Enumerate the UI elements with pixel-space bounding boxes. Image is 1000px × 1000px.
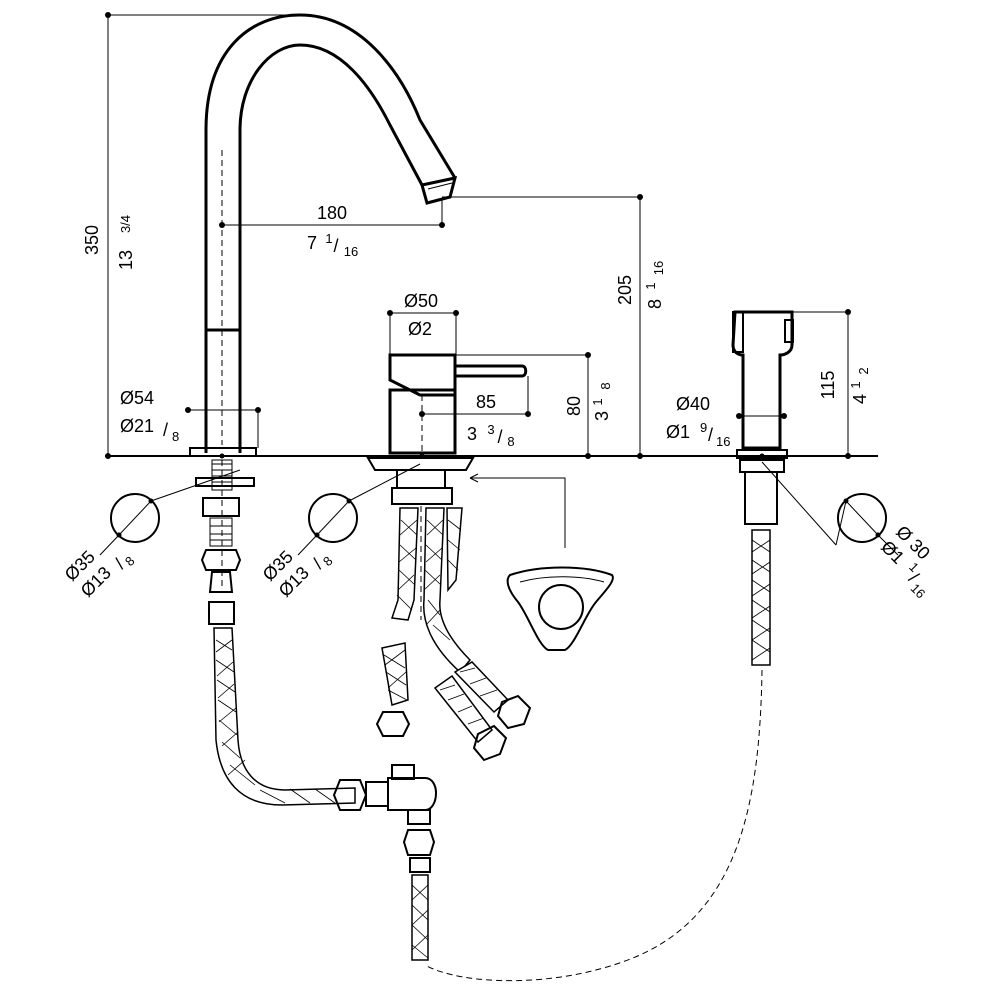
- dim-dia40-in: Ø1: [666, 422, 690, 442]
- dim-205-in-whole: 8: [645, 299, 665, 309]
- dim-205-in-den: 16: [651, 261, 666, 275]
- mounting-nut-detail: [469, 473, 614, 651]
- fraction-slash: /: [497, 427, 502, 447]
- fraction-slash: /: [708, 425, 713, 445]
- hand-spray: [731, 310, 794, 525]
- dimension-lines: [105, 12, 851, 459]
- dim-80-mm: 80: [564, 396, 584, 416]
- dim-80-in-num: 1: [590, 398, 605, 405]
- dim-85-mm: 85: [476, 392, 496, 412]
- hole-detail-3: [761, 461, 899, 556]
- dim-80-in-den: 8: [598, 382, 613, 389]
- tee-fitting: [365, 764, 438, 873]
- spout-hose: [213, 627, 356, 806]
- dim-dia50-in: Ø2: [408, 319, 432, 339]
- dim-dia54-in-den: 8: [172, 429, 179, 444]
- dim-180-mm: 180: [317, 203, 347, 223]
- dim-dia54-in: Ø21: [120, 416, 154, 436]
- dim-dia50-mm: Ø50: [404, 291, 438, 311]
- dim-dia40-mm: Ø40: [676, 394, 710, 414]
- dim-85-in-den: 8: [507, 434, 514, 449]
- hole-detail-1: [99, 469, 241, 556]
- dim-80-in-whole: 3: [592, 411, 612, 421]
- dim-dia40-in-num: 9: [700, 420, 707, 435]
- mixer-hoses: [375, 506, 532, 762]
- dim-350-in: 13: [116, 250, 136, 270]
- dim-115-in-num: 1: [848, 381, 863, 388]
- dim-180-in-den: 16: [344, 244, 358, 259]
- dim-180-in-num: 1: [325, 231, 332, 246]
- dim-85-in-whole: 3: [467, 424, 477, 444]
- fraction-slash: /: [333, 236, 338, 256]
- dim-85-in-num: 3: [487, 422, 494, 437]
- dim-dia40-in-den: 16: [716, 434, 730, 449]
- hose-nut: [332, 779, 368, 811]
- hole-detail-2: [297, 463, 421, 556]
- dim-350-in-frac: 3/4: [118, 215, 133, 233]
- dim-dia54-mm: Ø54: [120, 388, 154, 408]
- dim-115-in-den: 2: [856, 367, 871, 374]
- dim-205-in-num: 1: [643, 282, 658, 289]
- dim-205-mm: 205: [615, 275, 635, 305]
- dim-115-mm: 115: [818, 371, 838, 400]
- mixer-tap: [366, 353, 528, 505]
- dim-350-mm: 350: [82, 225, 102, 255]
- dim-180-in-whole: 7: [307, 233, 317, 253]
- dim-115-in-whole: 4: [850, 394, 870, 404]
- spout-underside-fittings: [195, 459, 255, 625]
- spray-hose-path: [424, 669, 763, 982]
- fraction-slash: /: [163, 420, 168, 440]
